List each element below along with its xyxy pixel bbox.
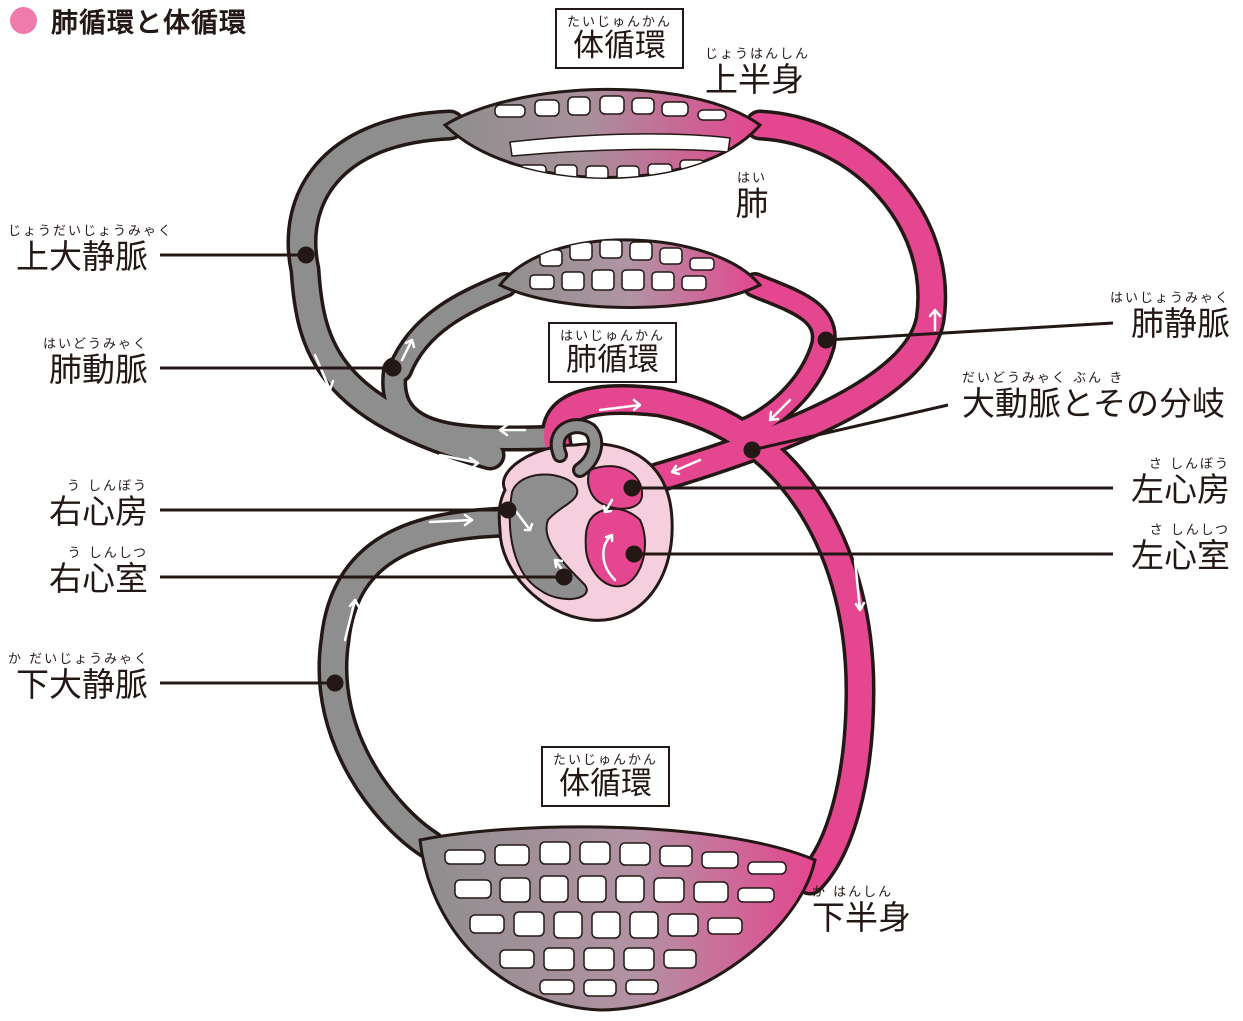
- label-left-atrium: さ しんぼう 左心房: [1100, 458, 1230, 506]
- region-upper-body: じょうはんしん 上半身: [705, 48, 810, 96]
- label-text: 右心室: [8, 562, 148, 595]
- systemic-circulation-box-top: たいじゅんかん 体循環: [555, 8, 684, 69]
- label-text: 大動脈とその分岐: [962, 387, 1225, 420]
- label-aorta: だいどうみゃく ぶん き 大動脈とその分岐: [962, 372, 1225, 420]
- title-bullet-icon: [10, 7, 37, 34]
- pulmonary-circulation-box: はいじゅんかん 肺循環: [548, 322, 677, 383]
- label-text: 肺: [730, 187, 774, 220]
- label-text: 下半身: [812, 901, 911, 934]
- label-text: 肺動脈: [8, 353, 148, 386]
- label-pulmonary-artery: はいどうみゃく 肺動脈: [8, 338, 148, 386]
- label-text: 上大静脈: [8, 240, 148, 273]
- box-text: 肺循環: [560, 345, 665, 376]
- label-text: 上半身: [705, 63, 810, 96]
- label-superior-vena-cava: じょうだいじょうみゃく 上大静脈: [8, 225, 148, 273]
- label-inferior-vena-cava: か だいじょうみゃく 下大静脈: [8, 653, 148, 701]
- diagram-title: 肺循環と体循環: [10, 0, 247, 40]
- label-text: 下大静脈: [8, 668, 148, 701]
- upper-body-capillaries: [445, 89, 760, 180]
- label-right-atrium: う しんぼう 右心房: [8, 480, 148, 528]
- label-right-ventricle: う しんしつ 右心室: [8, 547, 148, 595]
- region-lung: はい 肺: [730, 172, 774, 220]
- label-text: 右心房: [8, 495, 148, 528]
- label-left-ventricle: さ しんしつ 左心室: [1100, 524, 1230, 572]
- label-pulmonary-vein: はいじょうみゃく 肺静脈: [1100, 292, 1230, 340]
- label-text: 左心房: [1100, 473, 1230, 506]
- systemic-circulation-box-bottom: たいじゅんかん 体循環: [541, 746, 670, 807]
- lung-capillaries: [500, 240, 760, 308]
- box-text: 体循環: [567, 31, 672, 62]
- box-text: 体循環: [553, 769, 658, 800]
- label-text: 左心室: [1100, 539, 1230, 572]
- label-text: 肺静脈: [1100, 307, 1230, 340]
- title-text: 肺循環と体循環: [51, 1, 247, 40]
- region-lower-body: か はんしん 下半身: [812, 886, 911, 934]
- lower-body-capillaries: [420, 827, 815, 1010]
